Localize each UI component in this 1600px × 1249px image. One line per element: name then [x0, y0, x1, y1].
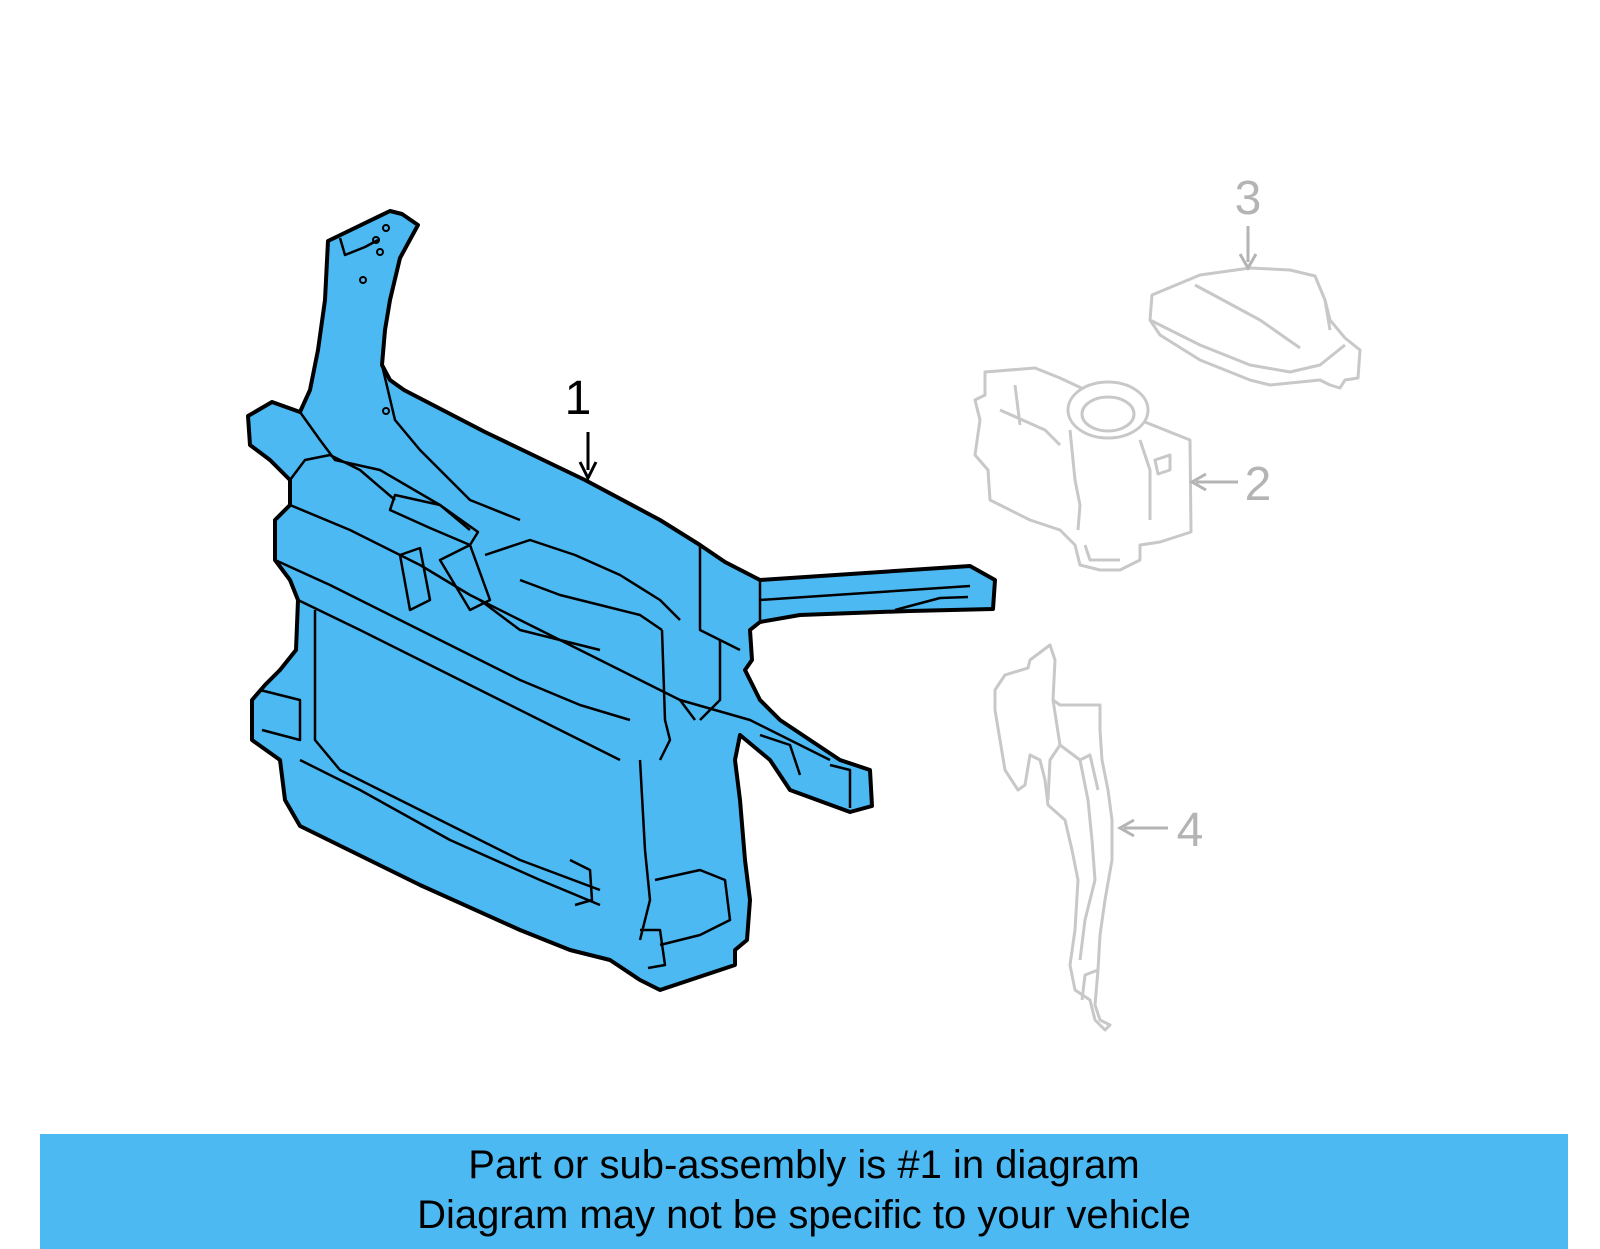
part-3-detail-lines [1149, 283, 1346, 374]
part-1-detail-lines [259, 237, 971, 970]
callout-2-arrowhead [1188, 472, 1207, 492]
caption-line-2: Diagram may not be specific to your vehi… [417, 1193, 1191, 1237]
part-1-holes [359, 224, 390, 415]
caption-bar: Part or sub-assembly is #1 in diagram Di… [40, 1134, 1568, 1249]
callout-1-arrowhead [578, 461, 598, 482]
callout-4-arrowhead [1116, 818, 1135, 838]
callout-3: 3 [1235, 172, 1262, 272]
part-2-detail-lines [999, 384, 1172, 562]
part-3-cover[interactable] [1148, 266, 1362, 390]
part-2-neck-inner [1080, 395, 1136, 433]
callout-3-number: 3 [1235, 172, 1262, 225]
callout-1: 1 [565, 372, 598, 482]
callout-3-arrowhead [1238, 253, 1258, 272]
part-2-reservoir-bracket[interactable] [973, 366, 1193, 572]
callout-2-number: 2 [1245, 458, 1272, 511]
callout-1-number: 1 [565, 372, 592, 425]
callout-4: 4 [1116, 804, 1204, 857]
part-1-front-panel[interactable] [246, 209, 997, 992]
part-4-detail-lines [1046, 699, 1100, 1001]
part-4-side-bracket[interactable] [993, 643, 1114, 1032]
callout-2: 2 [1188, 458, 1272, 511]
part-1-body [246, 209, 997, 992]
caption-line-1: Part or sub-assembly is #1 in diagram [468, 1143, 1140, 1187]
callout-4-number: 4 [1177, 804, 1204, 857]
part-3-body [1148, 266, 1362, 390]
